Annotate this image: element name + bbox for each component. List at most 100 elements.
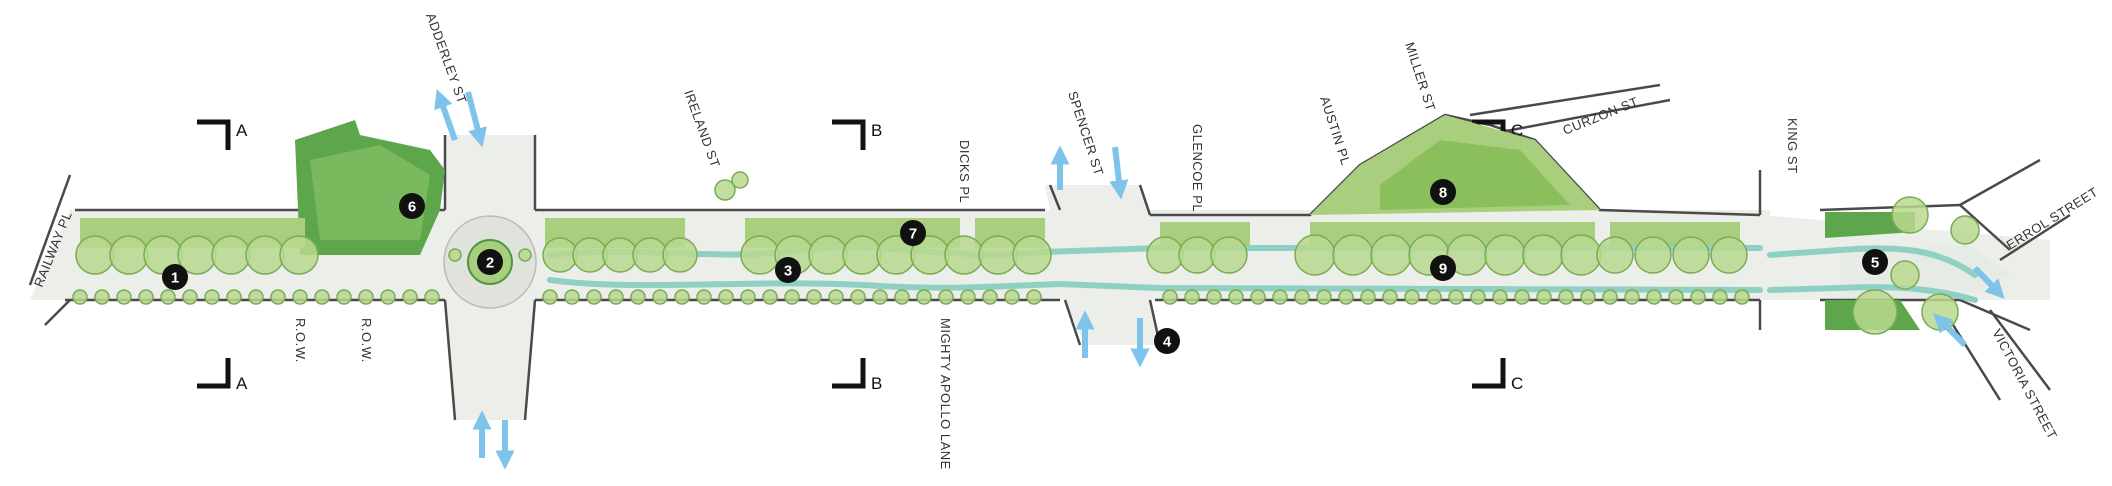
callout-marker-6: 6 [399,193,425,219]
traffic-arrows [434,88,2005,470]
tree-icon [740,289,756,305]
arrow-icon [1109,146,1129,200]
callout-marker-icon [775,257,801,283]
tree-icon [784,289,800,305]
tree-icon [1178,236,1216,274]
section-cut-icon [832,358,866,389]
tree-icon [1484,234,1526,276]
tree-icon [1316,289,1332,305]
tree-icon [806,289,822,305]
callout-number-3: 3 [784,263,792,280]
tree-icon [1162,289,1178,305]
callout-number-8: 8 [1439,185,1447,202]
tree-icon [1536,289,1552,305]
street-label-victoria-street: VICTORIA STREET [1989,326,2060,442]
tree-icon [182,289,198,305]
tree-icon [662,237,698,273]
tree-icon [842,235,882,275]
tree-icon [608,289,624,305]
arrow-icon [434,88,458,142]
callout-marker-icon [477,249,503,275]
tree-icon [1026,289,1042,305]
section-cut-icon [197,119,231,150]
tree-icon [960,289,976,305]
street-label-ireland-st: IRELAND ST [681,88,723,170]
street-label-row-2: R.O.W. [359,318,374,363]
tree-icon [1602,289,1618,305]
section-cut-icon [197,358,231,389]
tree-icon [1921,293,1959,331]
section-cut-icon [832,119,866,150]
section-labels: A A B B C C [236,121,1523,393]
tree-icon [1272,289,1288,305]
street-label-dicks-pl: DICKS PL [957,140,972,203]
tree-icon [762,289,778,305]
callout-marker-1: 1 [162,264,188,290]
tree-icon [314,289,330,305]
tree-icon [1370,234,1412,276]
tree-icon [1250,289,1266,305]
callout-number-4: 4 [1163,334,1172,351]
section-cut-icon [1472,358,1506,389]
callout-marker-8: 8 [1430,179,1456,205]
tree-icon [1668,289,1684,305]
victoria-road [1948,309,2051,401]
callout-number-2: 2 [486,255,494,272]
spencer-st-road [1045,185,1160,345]
callout-marker-9: 9 [1430,255,1456,281]
tree-icon [718,289,734,305]
tree-icon [982,289,998,305]
tree-icon [358,289,374,305]
street-label-adderley-st: ADDERLEY ST [423,11,470,106]
tree-icon [1624,289,1640,305]
callout-marker-icon [900,220,926,246]
tree-icon [336,289,352,305]
tree-icon [160,289,176,305]
tree-icon [1184,289,1200,305]
tree-icon [1004,289,1020,305]
tree-icon [1852,289,1898,335]
tree-icon [740,235,780,275]
tree-icon [586,289,602,305]
tree-icon [1332,234,1374,276]
callout-number-6: 6 [408,199,416,216]
callout-marker-icon [162,264,188,290]
tree-icon [978,235,1018,275]
tree-icon [602,237,638,273]
street-label-mighty-apollo-lane: MIGHTY APOLLO LANE [938,318,953,470]
tree-layer [72,171,1980,335]
tree-icon [1890,260,1920,290]
tree-icon [850,289,866,305]
callout-marker-3: 3 [775,257,801,283]
section-cuts [197,119,1506,389]
tree-icon [1382,289,1398,305]
tree-icon [808,235,848,275]
callout-number-7: 7 [909,226,917,243]
tree-icon [402,289,418,305]
tree-icon [1470,289,1486,305]
tree-icon [1522,234,1564,276]
arrow-icon [1933,313,1968,348]
tree-icon [1294,289,1310,305]
tree-icon [828,289,844,305]
street-label-glencoe-pl: GLENCOE PL [1190,124,1205,212]
tree-icon [1580,289,1596,305]
tree-icon [1404,289,1420,305]
street-label-row-1: R.O.W. [293,318,308,363]
tree-icon [1891,196,1929,234]
tree-icon [674,289,690,305]
tree-icon [1210,236,1248,274]
miller-st-park-inner [1380,140,1570,210]
tree-icon [1360,289,1376,305]
callout-marker-4: 4 [1154,328,1180,354]
tree-icon [75,235,115,275]
tree-icon [731,171,749,189]
adderley-park-inner [310,145,430,240]
tree-icon [116,289,132,305]
tree-icon [1710,236,1748,274]
tree-icon [380,289,396,305]
section-label-c-bottom: C [1511,374,1523,393]
section-label-a-top: A [236,121,248,140]
tree-icon [872,289,888,305]
